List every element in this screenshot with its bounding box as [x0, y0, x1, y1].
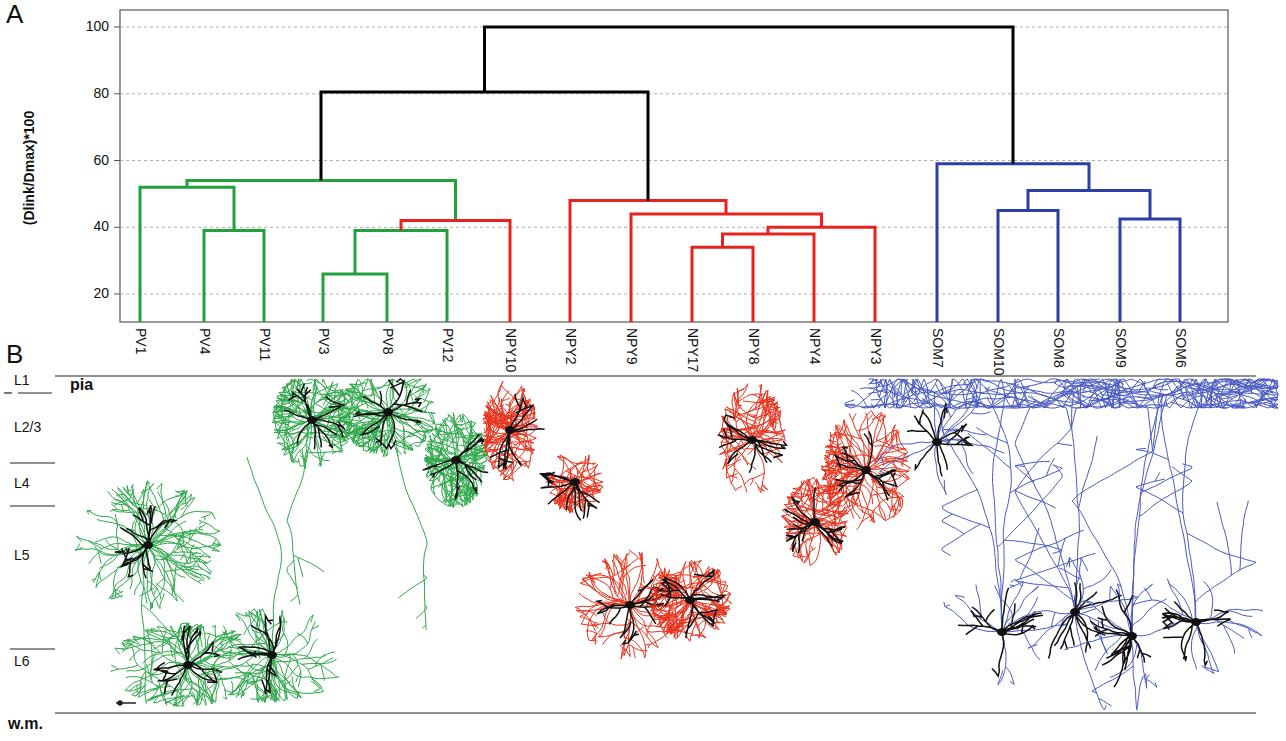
- tick-label: 40: [93, 220, 109, 235]
- grid-lines: [120, 27, 1228, 294]
- dendrite: [490, 394, 545, 470]
- dendrite: [354, 379, 423, 449]
- dendrite: [1090, 590, 1151, 688]
- leaf-label: NPY17: [684, 328, 699, 372]
- soma: [997, 628, 1007, 636]
- axon: [575, 550, 684, 659]
- som-cluster: [937, 164, 1180, 322]
- soma: [625, 601, 635, 609]
- dendrite: [115, 505, 175, 578]
- dendrite: [284, 383, 345, 449]
- boundary-label: w.m.: [8, 715, 43, 733]
- tick-label: 100: [86, 19, 109, 34]
- panel-letter: B: [6, 340, 23, 369]
- leaf-label: SOM7: [929, 328, 944, 368]
- neuron: [821, 411, 910, 530]
- neuron: [338, 379, 435, 630]
- axon: [1055, 379, 1263, 674]
- neuron: [1017, 379, 1278, 710]
- axon: [1017, 379, 1278, 710]
- leaf-label: PV11: [256, 328, 271, 361]
- soma: [307, 416, 317, 424]
- leaf-label: NPY4: [806, 328, 821, 365]
- soma: [1191, 618, 1201, 626]
- neuron: [575, 550, 684, 659]
- scale-bar: [116, 701, 136, 705]
- leaf-label: NPY9: [623, 328, 638, 365]
- neuron: [1055, 379, 1263, 674]
- soma: [505, 426, 515, 434]
- leaf-label: NPY10: [502, 328, 517, 372]
- plot-frame: [120, 10, 1228, 322]
- axon: [868, 379, 1240, 710]
- neuron: [868, 379, 1240, 710]
- layer-label: L4: [14, 476, 30, 491]
- leaf-label: PV12: [439, 328, 454, 362]
- soma: [861, 466, 871, 474]
- axon: [201, 457, 339, 703]
- soma: [747, 436, 757, 444]
- tick-label: 20: [93, 286, 109, 301]
- dendrite: [718, 415, 787, 473]
- root-links: [321, 27, 1013, 201]
- npy-cluster: [401, 201, 875, 322]
- dendrite: [541, 472, 600, 520]
- layer-label: L2/3: [14, 420, 41, 435]
- dendrite: [154, 626, 222, 696]
- dendrite: [659, 571, 724, 639]
- cortex-boundaries: [4, 376, 1256, 713]
- dendrite: [238, 616, 281, 694]
- leaf-label: SOM6: [1172, 328, 1187, 368]
- axon: [338, 379, 435, 630]
- neuron: [483, 381, 545, 481]
- dendrite: [785, 487, 846, 553]
- soma: [183, 661, 193, 669]
- leaf-label: SOM10: [990, 328, 1005, 375]
- soma: [685, 596, 695, 604]
- leaf-label: NPY3: [867, 328, 882, 365]
- leaf-label: NPY2: [562, 328, 577, 365]
- soma: [383, 408, 393, 416]
- tick-label: 60: [93, 153, 109, 168]
- dendrite: [907, 403, 972, 476]
- neuron: [649, 560, 732, 641]
- leaf-label: PV8: [379, 328, 394, 354]
- soma: [451, 456, 461, 464]
- tick-label: 80: [93, 86, 109, 101]
- boundary-label: pia: [70, 376, 93, 394]
- neuron: [718, 384, 787, 493]
- leaf-label: NPY8: [745, 328, 760, 365]
- soma: [1127, 632, 1137, 640]
- soma: [143, 541, 153, 549]
- dendrite: [1162, 602, 1231, 666]
- pv-cluster: [140, 181, 456, 323]
- layer-label: L6: [14, 654, 30, 669]
- layer-label: L5: [14, 548, 30, 563]
- dendrite: [423, 434, 489, 500]
- neuron: [845, 379, 1149, 685]
- soma: [932, 438, 942, 446]
- axis-title: (Dlink/Dmax)*100: [22, 111, 37, 225]
- soma: [1070, 608, 1080, 616]
- soma: [570, 478, 580, 486]
- neuron: [423, 413, 489, 508]
- panel-letter: A: [6, 0, 23, 29]
- axon: [649, 560, 732, 641]
- soma: [810, 518, 820, 526]
- leaf-label: PV4: [196, 328, 211, 354]
- leaf-label: PV1: [132, 328, 147, 354]
- axis-ticks: [114, 27, 120, 294]
- soma: [267, 651, 277, 659]
- leaf-label: PV3: [315, 328, 330, 354]
- neuron: [541, 455, 603, 521]
- axon: [483, 381, 538, 481]
- leaf-label: SOM9: [1112, 328, 1127, 368]
- layer-label: L1: [14, 373, 30, 388]
- leaf-label: SOM8: [1050, 328, 1065, 368]
- axon: [845, 379, 1149, 685]
- dendrite: [958, 588, 1043, 677]
- axon: [821, 411, 910, 530]
- neuron: [201, 457, 339, 703]
